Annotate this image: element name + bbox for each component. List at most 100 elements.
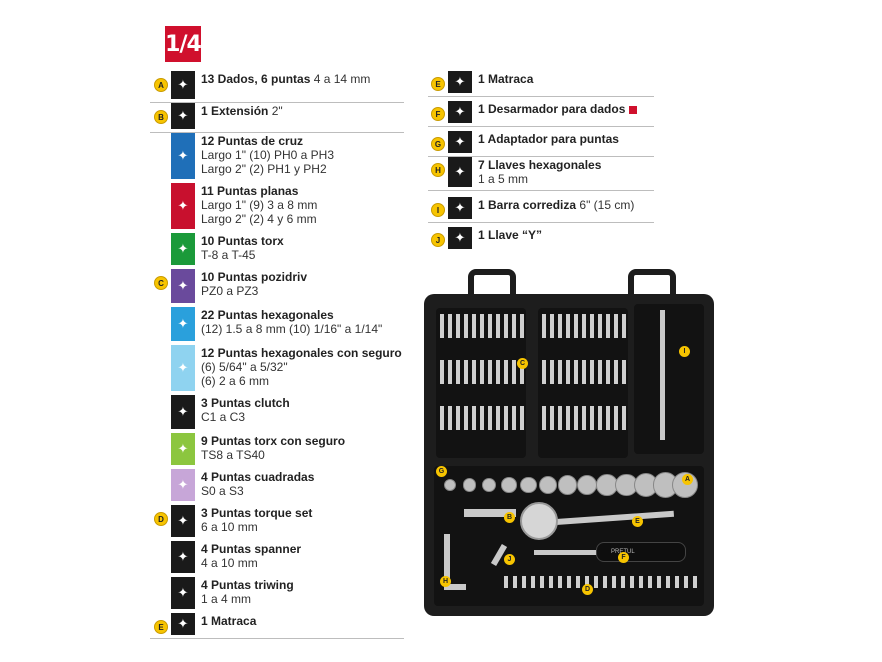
item-text: 1 Llave “Y” xyxy=(478,228,542,242)
case-tag: G xyxy=(436,466,447,477)
item-line: TS8 a TS40 xyxy=(201,448,265,462)
bit xyxy=(504,406,508,430)
bit xyxy=(606,314,610,338)
divider xyxy=(150,132,404,133)
item-line: (6) 5/64" a 5/32" xyxy=(201,360,288,374)
bit xyxy=(558,314,562,338)
item-name: 10 Puntas pozidriv xyxy=(201,270,308,284)
tool-icon: ✦ xyxy=(171,577,195,609)
bit xyxy=(648,576,652,588)
bit xyxy=(576,576,580,588)
bit xyxy=(504,576,508,588)
item-name: 22 Puntas hexagonales xyxy=(201,308,334,322)
case-handle-right xyxy=(628,269,676,305)
tool-icon: ✦ xyxy=(171,541,195,573)
tool-icon: ✦ xyxy=(171,269,195,303)
bit xyxy=(456,360,460,384)
bit xyxy=(512,406,516,430)
bit xyxy=(590,360,594,384)
item-line: S0 a S3 xyxy=(201,484,244,498)
bit xyxy=(464,360,468,384)
item-name: 3 Puntas torque set xyxy=(201,506,313,520)
bit xyxy=(657,576,661,588)
bit xyxy=(574,314,578,338)
item-line: 1 a 5 mm xyxy=(478,172,529,186)
bit xyxy=(496,360,500,384)
bit xyxy=(440,360,444,384)
bit xyxy=(520,360,524,384)
bit xyxy=(549,576,553,588)
bit xyxy=(512,314,516,338)
bit xyxy=(684,576,688,588)
item-line: 4 a 10 mm xyxy=(201,556,258,570)
item-text: 1 Matraca xyxy=(201,614,256,628)
divider xyxy=(428,156,654,157)
bit xyxy=(542,360,546,384)
bit xyxy=(603,576,607,588)
tool-icon: ✦ xyxy=(448,101,472,123)
divider xyxy=(150,638,404,639)
item-line: (6) 2 a 6 mm xyxy=(201,374,270,388)
bit xyxy=(622,406,626,430)
bit xyxy=(574,406,578,430)
item-marker: E xyxy=(431,77,445,91)
tool-icon: ✦ xyxy=(171,133,195,179)
bit xyxy=(598,360,602,384)
hex-key xyxy=(444,534,450,588)
bit xyxy=(594,576,598,588)
bit xyxy=(614,314,618,338)
bit xyxy=(614,360,618,384)
case-tag: E xyxy=(632,516,643,527)
case-tag: A xyxy=(682,474,693,485)
bit xyxy=(520,314,524,338)
bit xyxy=(513,576,517,588)
bit xyxy=(630,576,634,588)
item-name: 1 Matraca xyxy=(201,614,257,628)
item-marker: C xyxy=(154,276,168,290)
socket xyxy=(558,475,578,495)
bit xyxy=(531,576,535,588)
item-name: 1 Matraca xyxy=(478,72,534,86)
slide-bar xyxy=(660,310,665,440)
divider xyxy=(428,126,654,127)
item-name: 7 Llaves hexagonales xyxy=(478,158,602,172)
item-marker: E xyxy=(154,620,168,634)
tool-icon: ✦ xyxy=(448,157,472,187)
bit xyxy=(480,360,484,384)
bit xyxy=(504,360,508,384)
item-text: 12 Puntas hexagonales con seguro(6) 5/64… xyxy=(201,346,402,388)
tool-icon: ✦ xyxy=(448,71,472,93)
item-name: 1 Extensión xyxy=(201,104,269,118)
bit xyxy=(464,314,468,338)
item-marker: F xyxy=(431,107,445,121)
bit xyxy=(472,314,476,338)
item-name: 1 Desarmador para dados xyxy=(478,102,626,116)
socket xyxy=(672,471,699,499)
bit xyxy=(598,406,602,430)
slide-bar-slot xyxy=(634,304,704,454)
item-name: 1 Adaptador para puntas xyxy=(478,132,619,146)
item-name: 4 Puntas cuadradas xyxy=(201,470,315,484)
tool-icon: ✦ xyxy=(448,131,472,153)
item-marker: B xyxy=(154,110,168,124)
bit xyxy=(566,406,570,430)
bit xyxy=(582,406,586,430)
bit xyxy=(448,314,452,338)
hex-key-foot xyxy=(444,584,466,590)
item-name: 4 Puntas spanner xyxy=(201,542,302,556)
bit xyxy=(512,360,516,384)
item-marker: J xyxy=(431,233,445,247)
bit xyxy=(456,314,460,338)
item-name: 13 Dados, 6 puntas xyxy=(201,72,311,86)
divider xyxy=(428,222,654,223)
ratchet-head xyxy=(520,502,558,540)
bit xyxy=(440,314,444,338)
item-line: PZ0 a PZ3 xyxy=(201,284,259,298)
item-marker: G xyxy=(431,137,445,151)
item-line: Largo 1" (10) PH0 a PH3 xyxy=(201,148,334,162)
